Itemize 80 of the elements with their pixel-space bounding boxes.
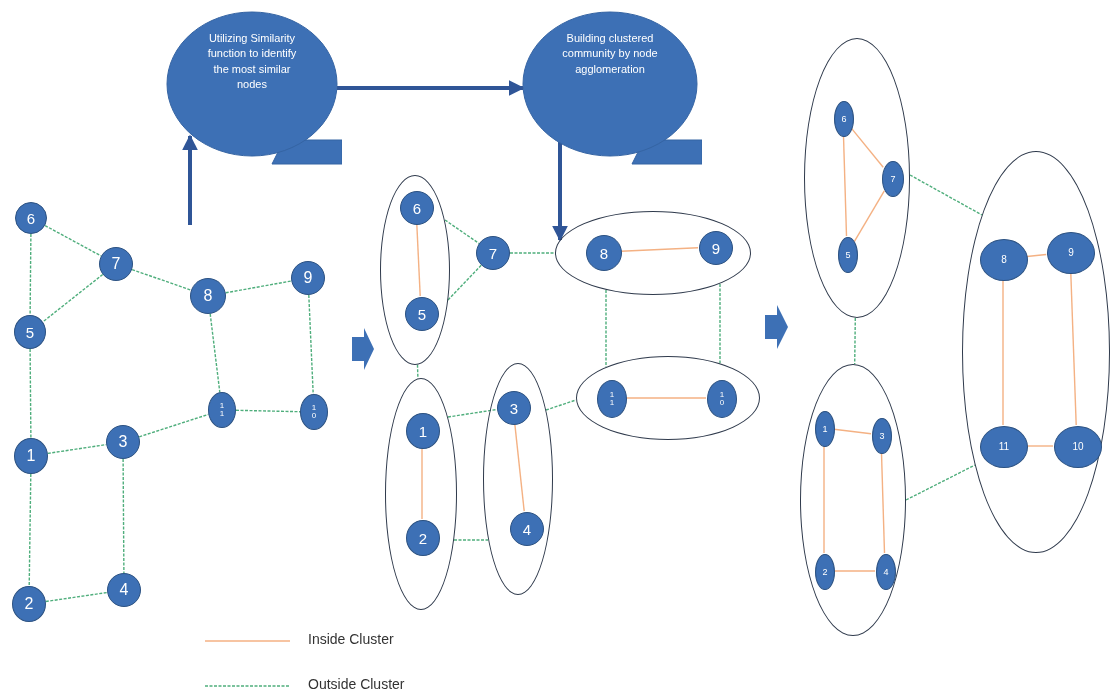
connector-line (905, 464, 976, 501)
connector-line (854, 317, 856, 365)
connector-line (719, 283, 721, 364)
graph-node: 1 (815, 411, 835, 447)
graph-node: 9 (1047, 232, 1095, 274)
graph-node: 8 (586, 235, 622, 271)
graph-node: 9 (291, 261, 325, 295)
graph-node: 7 (99, 247, 133, 281)
graph-node: 5 (405, 297, 439, 331)
connector-line (42, 273, 104, 323)
graph-node: 4 (876, 554, 896, 590)
connector-line (416, 364, 419, 380)
graph-node: 5 (14, 315, 46, 349)
graph-node: 9 (699, 231, 733, 265)
connector-line (122, 458, 125, 574)
connector-line (605, 289, 607, 368)
graph-node: 6 (400, 191, 434, 225)
connector-line (833, 570, 876, 572)
connector-line (1026, 253, 1047, 258)
connector-line (453, 539, 489, 541)
connector-line (28, 473, 32, 587)
graph-node: 5 (838, 237, 858, 273)
connector-line (833, 428, 872, 435)
connector-line (509, 252, 556, 254)
connector-line (47, 443, 107, 455)
cluster-ellipse (962, 151, 1110, 553)
graph-node: 8 (190, 278, 226, 314)
graph-node: 1 (14, 438, 48, 474)
graph-node: 3 (872, 418, 892, 454)
connector-line (29, 348, 32, 439)
arrow (337, 80, 525, 96)
connector-line (447, 264, 482, 301)
graph-node: 7 (882, 161, 904, 197)
connector-line (29, 233, 32, 316)
connector-line (235, 409, 301, 413)
connector-line (44, 224, 102, 257)
legend-text: Outside Cluster (308, 676, 405, 692)
graph-node: 4 (510, 512, 544, 546)
connector-line (514, 423, 525, 512)
graph-node: 8 (980, 239, 1028, 281)
connector-line (545, 399, 577, 411)
graph-node: 7 (476, 236, 510, 270)
graph-node: 6 (15, 202, 47, 234)
connector-line (225, 280, 292, 294)
graph-node: 10 (1054, 426, 1102, 468)
connector-line (45, 591, 108, 603)
connector-line (880, 452, 886, 554)
connector-line (842, 135, 848, 237)
arrow (182, 134, 198, 225)
graph-node: 1 1 (208, 392, 236, 428)
graph-node: 3 (497, 391, 531, 425)
bubble-text: Building clustered community by node agglomeration (561, 30, 659, 77)
connector-line (625, 397, 707, 399)
bubble-text: Utilizing Similarity function to identify the most similar nodes (206, 30, 298, 93)
connector-line (1070, 272, 1077, 426)
connector-line (308, 294, 314, 395)
graph-node: 2 (12, 586, 46, 622)
graph-node: 1 0 (707, 380, 737, 418)
arrow (552, 142, 568, 242)
connector-line (416, 223, 421, 297)
connector-line (1026, 445, 1054, 447)
connector-line (1002, 279, 1004, 426)
connector-line (620, 247, 699, 252)
graph-node: 2 (406, 520, 440, 556)
connector-line (421, 447, 423, 520)
legend-text: Inside Cluster (308, 631, 394, 647)
graph-node: 1 (406, 413, 440, 449)
graph-node: 2 (815, 554, 835, 590)
connector-line (447, 408, 497, 418)
graph-node: 3 (106, 425, 140, 459)
graph-node: 11 (980, 426, 1028, 468)
graph-node: 1 0 (300, 394, 328, 430)
connector-line (823, 445, 825, 554)
connector-line (444, 219, 480, 245)
connector-line (131, 268, 192, 291)
connector-line (209, 313, 221, 393)
graph-node: 1 1 (597, 380, 627, 418)
graph-node: 6 (834, 101, 854, 137)
connector-line (909, 174, 983, 216)
graph-node: 4 (107, 573, 141, 607)
